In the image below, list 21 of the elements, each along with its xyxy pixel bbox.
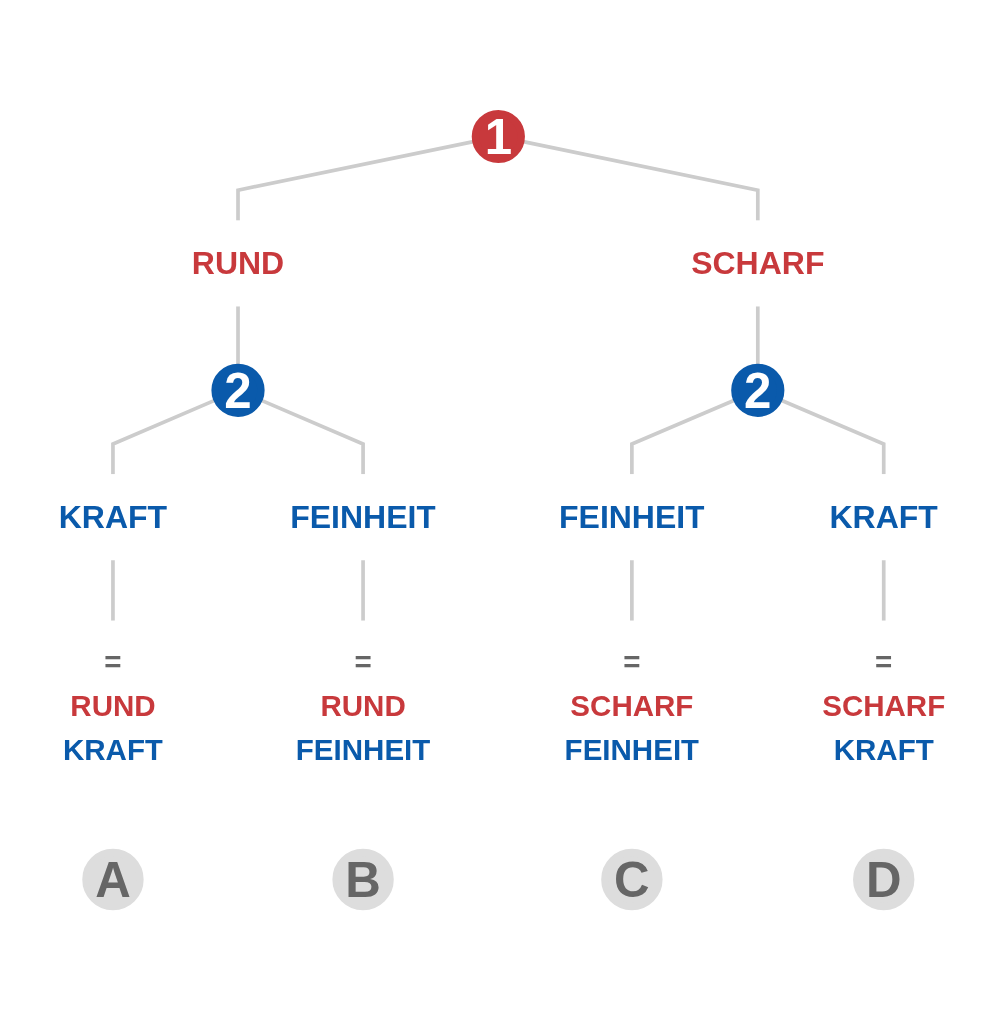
node-text: FEINHEIT	[559, 498, 705, 536]
node-text: = RUND FEINHEIT	[295, 644, 431, 767]
node-text: KRAFT	[58, 498, 168, 536]
node-circle: D	[853, 848, 915, 911]
node-circle: B	[332, 848, 394, 911]
connector	[111, 559, 115, 622]
connector	[630, 559, 634, 622]
node-circle: C	[601, 848, 663, 911]
node-circle: A	[82, 848, 144, 911]
node-circle: 2	[211, 363, 265, 417]
node-text: SCHARF	[691, 244, 825, 282]
node-text: RUND	[191, 244, 285, 282]
node-text: = RUND KRAFT	[62, 644, 163, 767]
node-circle: 1	[471, 109, 525, 164]
node-text: = SCHARF FEINHEIT	[564, 644, 700, 767]
node-circle: 2	[731, 363, 785, 417]
connector	[881, 559, 886, 622]
node-text: FEINHEIT	[290, 498, 436, 536]
connector	[361, 559, 365, 622]
node-text: = SCHARF KRAFT	[822, 644, 946, 767]
node-text: KRAFT	[829, 498, 938, 536]
